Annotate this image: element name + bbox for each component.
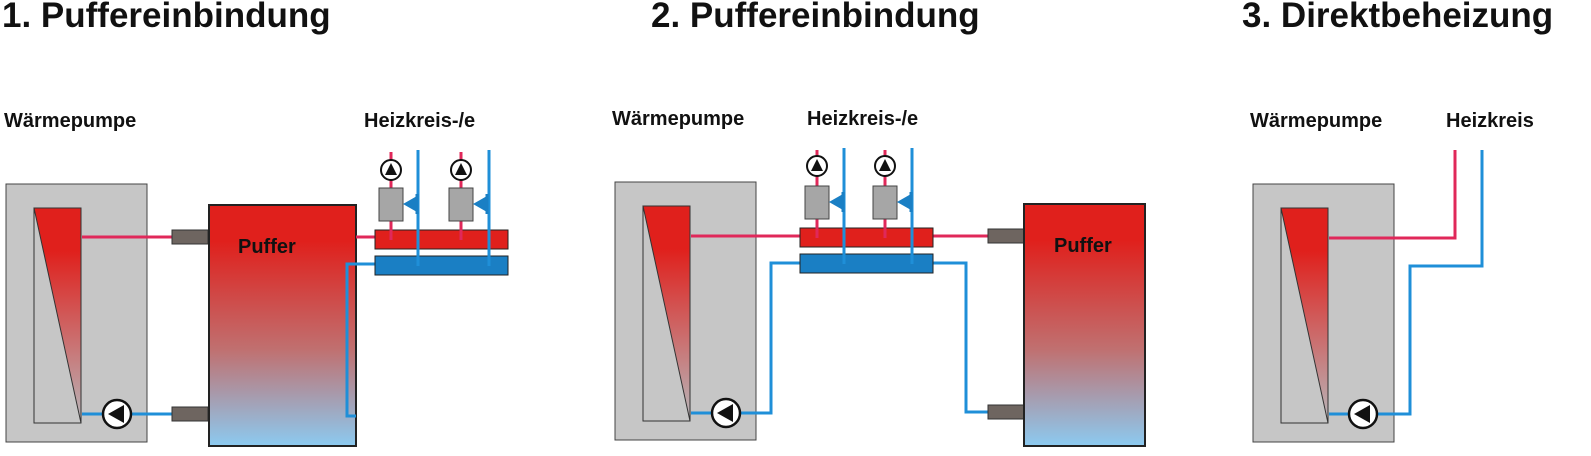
heating-pump-1a	[380, 159, 402, 181]
title-variant-2: 2. Puffereinbindung	[651, 0, 980, 35]
return-distributor-1	[374, 255, 509, 276]
circulation-pump-2	[710, 397, 742, 429]
heat-pump-label-3: Wärmepumpe	[1250, 110, 1383, 132]
supply-pipe-3	[1329, 150, 1457, 240]
heat-pump-label-1: Wärmepumpe	[4, 110, 137, 132]
heating-pump-2a	[806, 155, 828, 177]
title-variant-1: 1. Puffereinbindung	[2, 0, 331, 35]
mixer-valve-1a	[377, 186, 419, 223]
connector-1b	[171, 406, 209, 422]
return-pipe-3	[1329, 150, 1484, 416]
circuit-label-2: Heizkreis-/e	[807, 108, 919, 130]
circulation-pump-3	[1347, 398, 1379, 430]
supply-distributor-1	[374, 229, 509, 250]
circulation-pump-1	[101, 398, 133, 430]
buffer-label-2: Puffer	[1054, 235, 1112, 257]
mixer-valve-2b	[871, 184, 913, 221]
mixer-valve-2a	[803, 184, 845, 221]
scheme-variant-3	[1252, 150, 1484, 443]
buffer-tank-2	[1023, 203, 1146, 447]
return-distributor-2	[799, 253, 934, 274]
connector-2b	[987, 404, 1025, 420]
circuit-label-3: Heizkreis	[1446, 110, 1534, 132]
heating-pump-1b	[450, 159, 472, 181]
return-line-1	[345, 262, 376, 418]
buffer-tank-1	[208, 204, 357, 447]
connector-2a	[987, 228, 1025, 244]
return-pipe-2	[726, 261, 800, 415]
title-variant-3: 3. Direktbeheizung	[1242, 0, 1554, 35]
scheme-variant-1: Puffer	[5, 150, 509, 447]
mixer-valve-1b	[447, 186, 489, 223]
supply-distributor-2	[799, 227, 934, 248]
heat-pump-label-2: Wärmepumpe	[612, 108, 745, 130]
scheme-variant-2: Puffer	[614, 148, 1146, 447]
circuit-label-1: Heizkreis-/e	[364, 110, 476, 132]
connector-1a	[171, 229, 209, 245]
heating-pump-2b	[874, 155, 896, 177]
buffer-label-1: Puffer	[238, 236, 296, 258]
